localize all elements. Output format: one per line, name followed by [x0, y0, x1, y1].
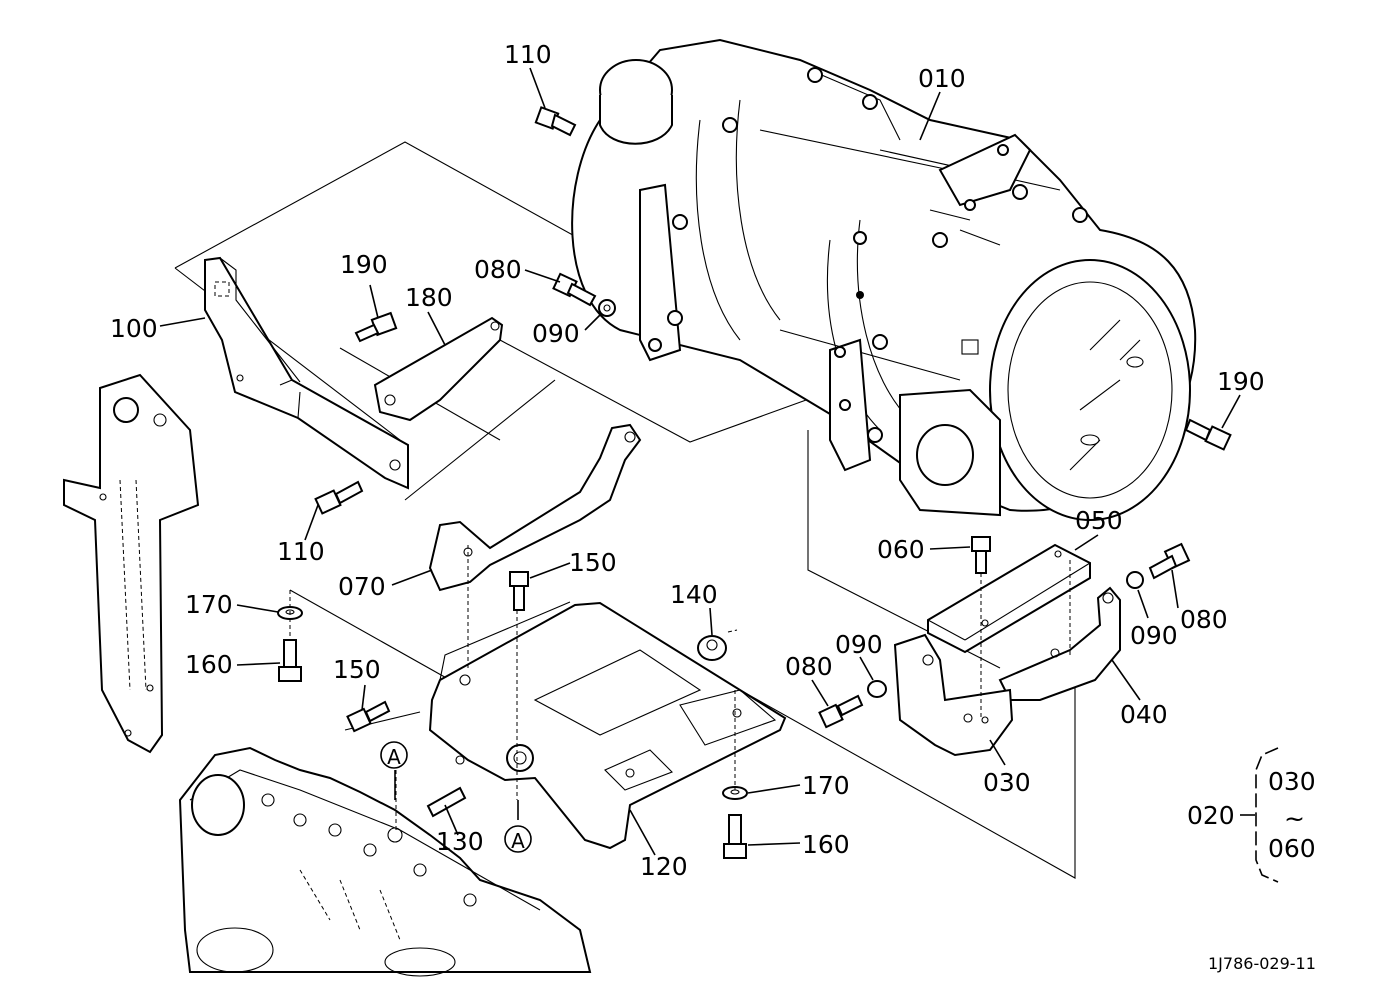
bolt-080-right: [1148, 542, 1191, 580]
callout-090-right: 090: [1130, 621, 1178, 650]
ref-a-lower-label: A: [511, 829, 525, 853]
callout-100: 100: [110, 314, 158, 343]
callout-130: 130: [436, 827, 484, 856]
callout-020-range-tilde: ~: [1284, 804, 1305, 833]
muffler-assembly-010: [571, 38, 1197, 521]
ref-a-upper-label: A: [387, 745, 401, 769]
base-plate-120: [428, 601, 787, 850]
washer-090-lower: [867, 680, 887, 698]
washer-170-right: [722, 786, 748, 800]
callout-160-left: 160: [185, 650, 233, 679]
leader-lines: [159, 67, 1241, 856]
callout-180: 180: [405, 283, 453, 312]
bolt-150-upper: [509, 571, 529, 611]
callout-160-right: 160: [802, 830, 850, 859]
callout-110-lower: 110: [277, 537, 325, 566]
bolt-080-lower: [818, 694, 864, 729]
bolt-110-upper: [534, 106, 577, 137]
bolt-160-right: [723, 814, 747, 859]
transmission-housing: [178, 746, 592, 977]
reference-a-lower: A: [504, 825, 532, 853]
bolt-190-left: [354, 311, 398, 343]
callout-150-lower: 150: [333, 655, 381, 684]
side-plate: [63, 373, 200, 754]
callout-020-range-end: 060: [1268, 834, 1316, 863]
callout-170-right: 170: [802, 771, 850, 800]
callout-010: 010: [918, 64, 966, 93]
callout-080-upper: 080: [474, 255, 522, 284]
stay-180: [373, 316, 504, 422]
callout-040: 040: [1120, 700, 1168, 729]
callouts: 110 010 190 180 080 090 100 190 110 070 …: [110, 40, 1265, 881]
callout-110-upper: 110: [504, 40, 552, 69]
bolt-060: [971, 536, 991, 574]
hardware: [277, 106, 1232, 859]
callout-190-left: 190: [340, 250, 388, 279]
nut-140: [697, 635, 727, 661]
bracket-040: [998, 586, 1121, 701]
bolt-160-left: [278, 639, 302, 682]
callout-090-lower: 090: [835, 630, 883, 659]
bolt-190-right: [1184, 418, 1232, 451]
stud-130: [426, 786, 467, 818]
reference-a-upper: A: [380, 741, 408, 769]
callout-150-upper: 150: [569, 548, 617, 577]
callout-050: 050: [1075, 506, 1123, 535]
washer-090-upper: [598, 299, 616, 317]
callout-060: 060: [877, 535, 925, 564]
bolt-080-upper: [552, 272, 597, 307]
callout-020: 020: [1187, 801, 1235, 830]
callout-090-upper: 090: [532, 319, 580, 348]
callout-140: 140: [670, 580, 718, 609]
assembly-axes: [289, 545, 1071, 830]
plate-050: [927, 543, 1091, 654]
callout-080-lower: 080: [785, 652, 833, 681]
group-callout-020: 020 030 ~ 060: [1187, 747, 1316, 883]
callout-120: 120: [640, 852, 688, 881]
callout-030: 030: [983, 768, 1031, 797]
callout-020-range-start: 030: [1268, 767, 1316, 796]
washer-090-right: [1126, 571, 1144, 589]
callout-190-right: 190: [1217, 367, 1265, 396]
bolt-110-lower: [314, 480, 364, 515]
callout-080-right: 080: [1180, 605, 1228, 634]
callout-170-left: 170: [185, 590, 233, 619]
bracket-100: [204, 256, 409, 490]
callout-070: 070: [338, 572, 386, 601]
bracket-030: [893, 633, 1014, 757]
bolt-150-lower: [346, 700, 391, 733]
drawing-number: 1J786-029-11: [1208, 954, 1316, 973]
